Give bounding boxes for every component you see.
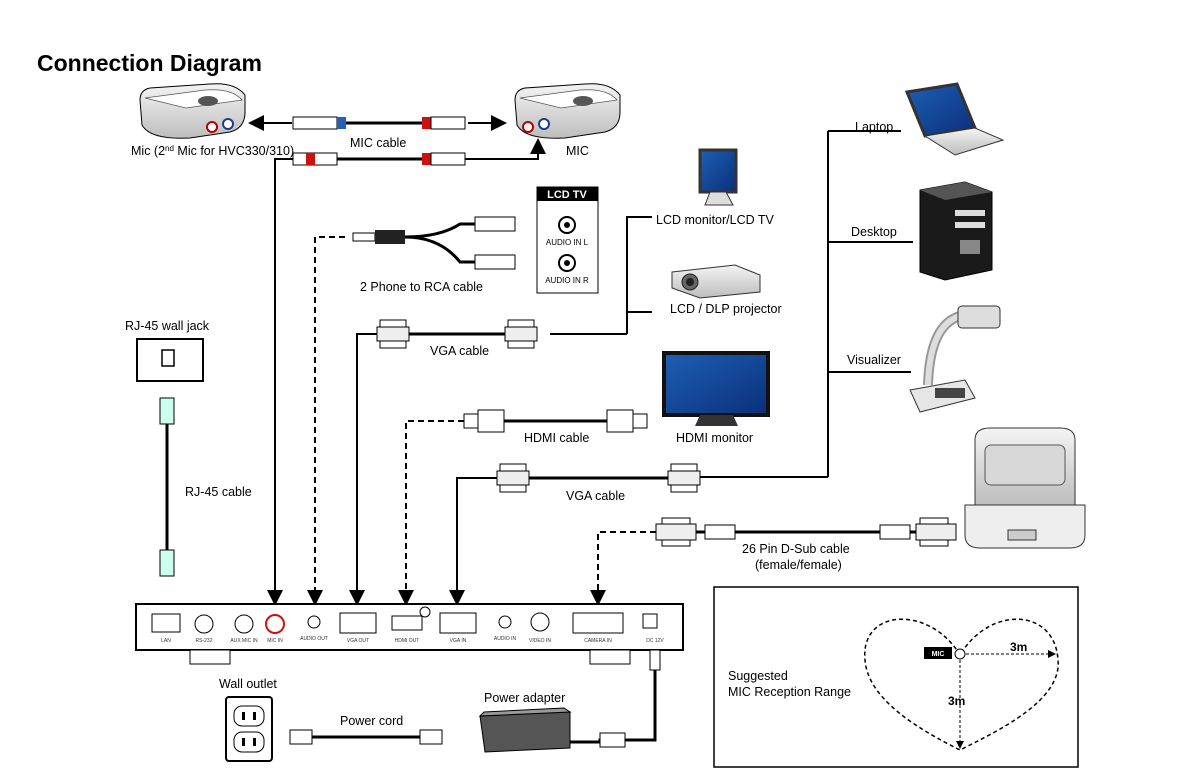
rj45-jack-label: RJ-45 wall jack	[125, 319, 210, 333]
phone-rca-cable-label: 2 Phone to RCA cable	[360, 280, 483, 294]
dc-cable	[570, 649, 661, 748]
port-label: AUDIO IN	[494, 636, 517, 642]
port-aux-mic-in	[234, 614, 254, 634]
port-label: VGA OUT	[347, 638, 369, 644]
dsub-cable	[590, 517, 957, 606]
power-cord	[289, 729, 443, 745]
vga-cable-bottom-label: VGA cable	[566, 489, 625, 503]
lcd-tv-label: LCD TV	[547, 189, 587, 201]
page-title: Connection Diagram	[37, 50, 262, 76]
suggested-label-1: Suggested	[728, 669, 788, 683]
port-label: VGA IN	[450, 638, 467, 644]
audio-in-l-label: AUDIO IN L	[546, 238, 589, 247]
port-video-in	[530, 612, 550, 632]
mic-cable-label: MIC cable	[350, 136, 406, 150]
port-label: AUDIO OUT	[300, 636, 328, 642]
dsub-cable-label-2: (female/female)	[755, 558, 842, 572]
port-label: LAN	[161, 638, 171, 644]
hdmi-cable	[398, 409, 648, 606]
camera-icon	[964, 427, 1086, 549]
port-label: CAMERA IN	[584, 638, 612, 644]
port-label: VIDEO IN	[529, 638, 551, 644]
port-hdmi-out	[391, 615, 423, 631]
hdmi-monitor-label: HDMI monitor	[676, 431, 753, 445]
port-lan	[151, 613, 181, 633]
desktop-label: Desktop	[851, 225, 897, 239]
desktop-icon	[919, 181, 993, 281]
port-label: RS-232	[196, 638, 213, 644]
port-mic-in	[265, 614, 285, 634]
ground-icon	[419, 606, 431, 618]
rj45-cable	[159, 397, 175, 577]
mic-left-red-port	[206, 121, 218, 133]
mic-badge: MIC	[932, 651, 945, 658]
hdmi-monitor-icon	[662, 351, 770, 426]
audio-in-r-label: AUDIO IN R	[545, 276, 589, 285]
vga-cable-bottom	[449, 463, 828, 606]
lcd-monitor-label: LCD monitor/LCD TV	[656, 213, 775, 227]
vga-cable-top	[349, 319, 538, 606]
mic-left-label: Mic (2nd Mic for HVC330/310)	[131, 144, 294, 158]
mic-right-device	[514, 83, 621, 139]
vga-cable-top-label: VGA cable	[430, 344, 489, 358]
visualizer-icon	[909, 305, 1001, 413]
port-rs232	[194, 614, 214, 634]
mic-cable	[248, 115, 546, 166]
mic-in-line	[267, 158, 293, 606]
mic-right-label: MIC	[566, 144, 589, 158]
port-label: HDMI OUT	[395, 638, 420, 644]
projector-icon	[671, 264, 761, 299]
port-vga-in	[439, 612, 477, 634]
mic-range-shape	[864, 618, 1059, 751]
port-vga-out	[339, 612, 377, 634]
range-vertical: 3m	[948, 694, 965, 708]
port-label: DC 12V	[646, 638, 664, 644]
power-cord-label: Power cord	[340, 714, 403, 728]
power-adapter-icon	[478, 707, 572, 753]
port-audio-in	[498, 615, 512, 629]
mic-position-icon	[954, 648, 966, 660]
hdmi-cable-label: HDMI cable	[524, 431, 589, 445]
rj45-wall-jack-icon	[136, 338, 204, 382]
suggested-label-2: MIC Reception Range	[728, 685, 851, 699]
lcd-tv-panel	[536, 186, 599, 294]
range-horizontal: 3m	[1010, 640, 1027, 654]
dsub-cable-label-1: 26 Pin D-Sub cable	[742, 542, 850, 556]
port-label: MIC IN	[267, 638, 283, 644]
mic-left-blue-port	[222, 118, 234, 130]
port-dc	[642, 613, 658, 629]
power-adapter-label: Power adapter	[484, 691, 565, 705]
lcd-monitor-icon	[698, 148, 738, 206]
rj45-cable-label: RJ-45 cable	[185, 485, 252, 499]
mic-badge-box	[924, 647, 952, 659]
wall-outlet-icon	[225, 696, 273, 762]
visualizer-label: Visualizer	[847, 353, 901, 367]
main-unit	[135, 603, 684, 665]
wall-outlet-label: Wall outlet	[219, 677, 277, 691]
port-label: AUX MIC IN	[230, 638, 258, 644]
mic-left-device	[139, 83, 246, 139]
projector-label: LCD / DLP projector	[670, 302, 782, 316]
port-camera-in	[572, 612, 624, 634]
mic-range-box	[713, 586, 1079, 768]
laptop-icon	[904, 82, 1005, 156]
port-audio-out	[307, 615, 321, 629]
phone-rca-cable	[307, 216, 516, 606]
